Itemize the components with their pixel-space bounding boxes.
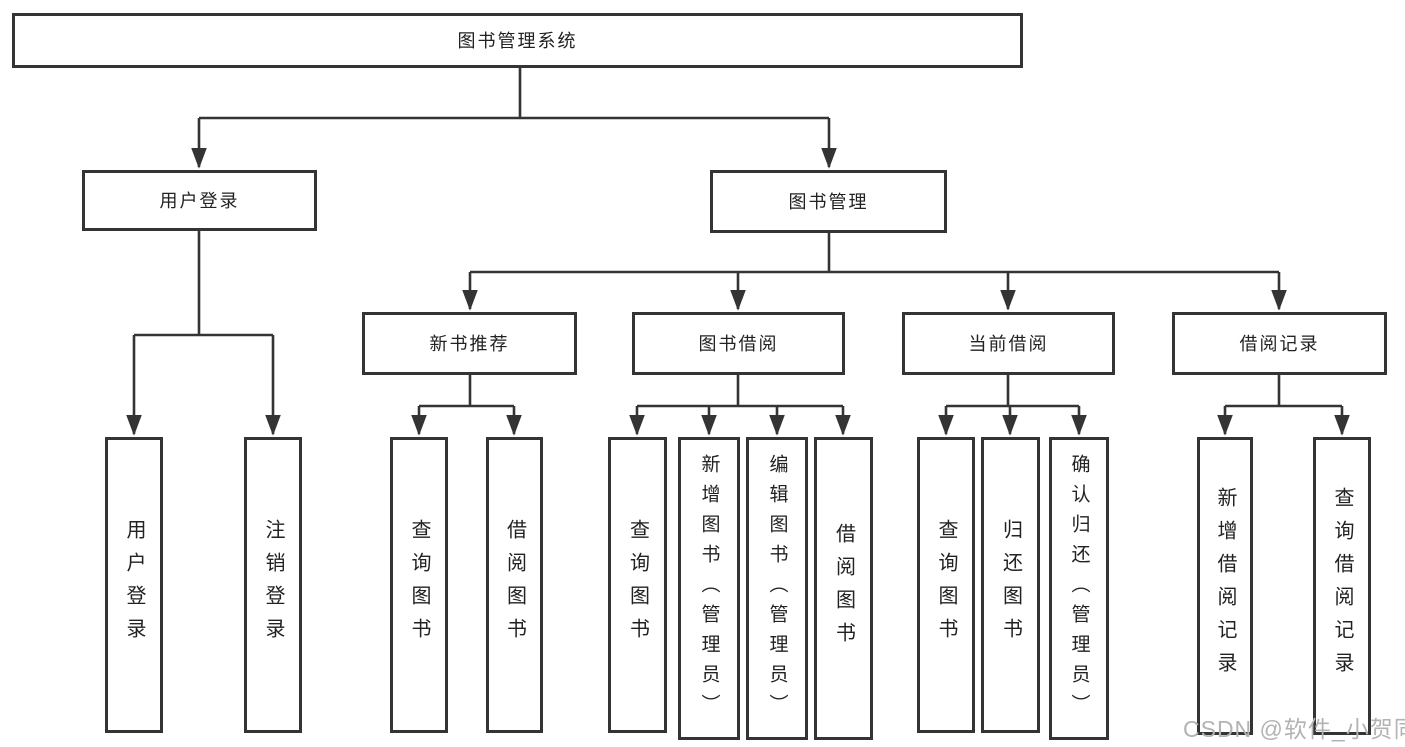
node-book-borrowing: 图书借阅 <box>632 312 845 375</box>
node-library-system: 图书管理系统 <box>12 13 1023 68</box>
leaf-borrow-books-borrowing: 借阅图书 <box>814 437 873 740</box>
csdn-watermark: CSDN @软件_小贺同学 <box>1183 716 1405 742</box>
leaf-query-books-recommend: 查询图书 <box>390 437 448 733</box>
leaf-query-borrow-record: 查询借阅记录 <box>1313 437 1371 735</box>
leaf-query-books-current: 查询图书 <box>917 437 975 733</box>
leaf-query-books-borrowing: 查询图书 <box>608 437 667 733</box>
node-user-login: 用户登录 <box>82 170 317 231</box>
leaf-add-borrow-record: 新增借阅记录 <box>1197 437 1253 735</box>
leaf-confirm-return-admin: 确认归还（管理员） <box>1049 437 1109 740</box>
node-borrowing-records: 借阅记录 <box>1172 312 1387 375</box>
node-current-borrowing: 当前借阅 <box>902 312 1115 375</box>
leaf-logout: 注销登录 <box>244 437 302 733</box>
node-book-management: 图书管理 <box>710 170 947 233</box>
leaf-return-book: 归还图书 <box>981 437 1040 733</box>
leaf-borrow-books-recommend: 借阅图书 <box>486 437 543 733</box>
leaf-user-login: 用户登录 <box>105 437 163 733</box>
leaf-edit-book-admin: 编辑图书（管理员） <box>746 437 808 740</box>
leaf-add-book-admin: 新增图书（管理员） <box>678 437 740 740</box>
node-new-book-recommend: 新书推荐 <box>362 312 577 375</box>
